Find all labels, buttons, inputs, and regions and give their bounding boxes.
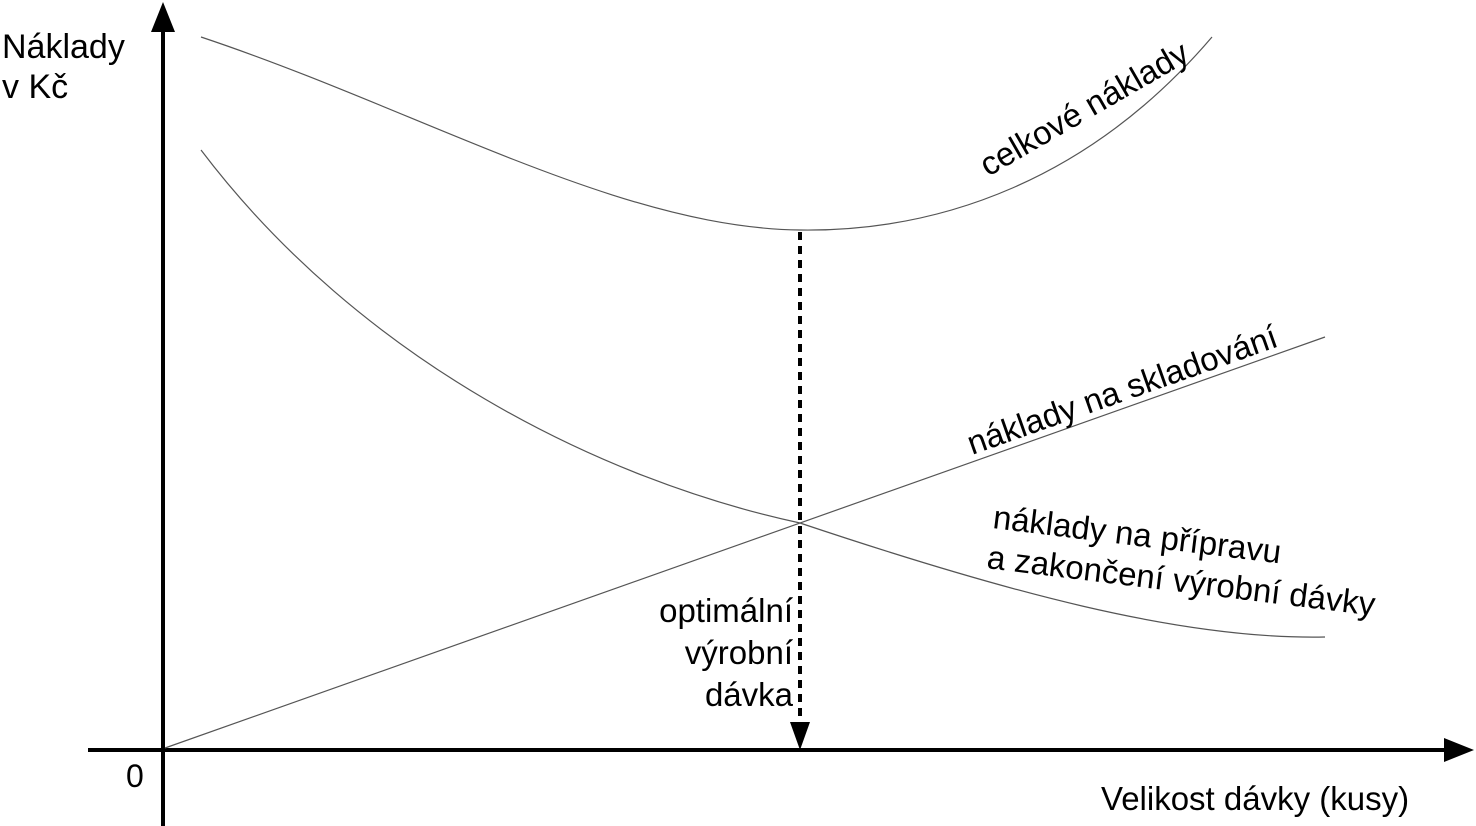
optimum-arrow-head: [790, 722, 810, 750]
optimum-label-line3: dávka: [705, 676, 794, 713]
storage-costs-label: náklady na skladování: [962, 318, 1282, 462]
total-costs-curve: [200, 36, 1213, 231]
setup-costs-curve: [200, 149, 1326, 638]
x-axis-arrow: [1444, 738, 1474, 762]
origin-label: 0: [126, 758, 144, 794]
y-axis-title-line2: v Kč: [2, 68, 68, 106]
total-costs-label: celkové náklady: [973, 33, 1195, 183]
y-axis-arrow: [151, 2, 175, 32]
y-axis-title-line1: Náklady: [2, 28, 125, 66]
optimum-label-line1: optimální: [659, 592, 793, 629]
x-axis-title: Velikost dávky (kusy): [1101, 780, 1409, 817]
optimum-label-line2: výrobní: [685, 634, 793, 671]
storage-costs-line: [164, 336, 1326, 749]
